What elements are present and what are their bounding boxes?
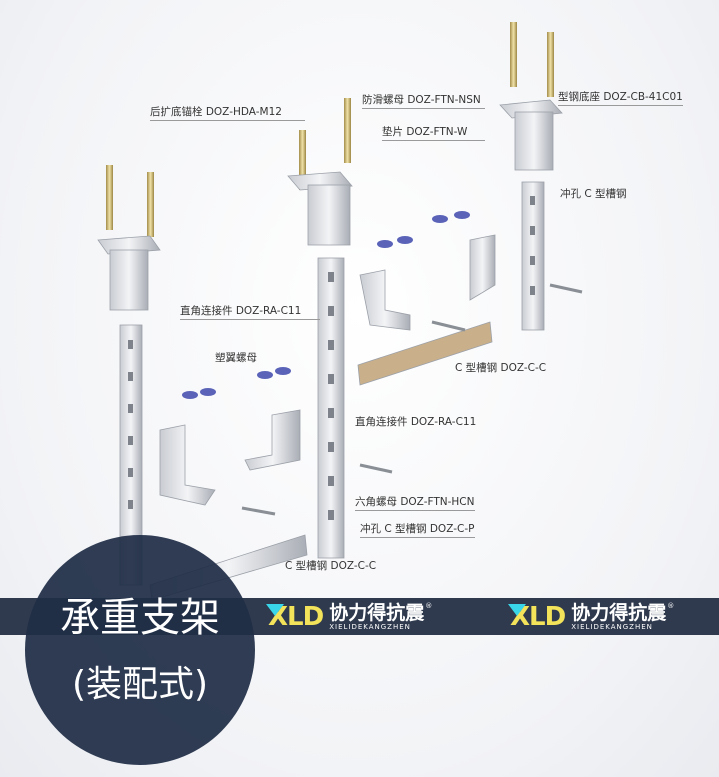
label-washer: 垫片 DOZ-FTN-W: [382, 126, 485, 141]
registered-mark: ®: [425, 601, 433, 610]
anchor-bolts: [106, 22, 554, 237]
xld-logo: XLD: [507, 602, 566, 632]
title-sub: (装配式): [71, 664, 209, 705]
brand-name-cn: 协力得抗震: [571, 601, 667, 624]
label-c-channel-2: C 型槽钢 DOZ-C-C: [285, 560, 377, 572]
channel-slots: [128, 196, 535, 520]
registered-mark: ®: [667, 601, 675, 610]
label-c-channel-1: C 型槽钢 DOZ-C-C: [455, 362, 547, 374]
label-nonslip-nut: 防滑螺母 DOZ-FTN-NSN: [362, 94, 485, 109]
label-hex-nut: 六角螺母 DOZ-FTN-HCN: [355, 496, 475, 511]
title-main: 承重支架: [60, 595, 220, 641]
exploded-parts-illustration: [97, 22, 583, 601]
brand-name-en: XIELIDEKANGZHEN: [571, 622, 653, 631]
brand-logo: XLD ® 协力得抗震 XIELIDEKANGZHEN: [507, 601, 674, 632]
bolts: [241, 283, 583, 516]
label-right-angle-connector-2: 直角连接件 DOZ-RA-C11: [355, 416, 477, 428]
wing-nuts: [182, 211, 470, 399]
base-brackets: [97, 99, 563, 311]
label-anchor-bolt: 后扩底锚栓 DOZ-HDA-M12: [150, 106, 305, 121]
label-channel-base: 型钢底座 DOZ-CB-41C01: [558, 91, 683, 106]
xld-logo: XLD: [265, 602, 324, 632]
label-punched-channel: 冲孔 C 型槽钢 DOZ-C-P: [360, 523, 475, 538]
brand-logo: XLD ® 协力得抗震 XIELIDEKANGZHEN: [265, 601, 432, 632]
label-wing-nut: 塑翼螺母: [215, 352, 257, 364]
right-angle-brackets: [159, 234, 496, 506]
label-punched-channel-top: 冲孔 C 型槽钢: [560, 188, 627, 200]
label-right-angle-connector-1: 直角连接件 DOZ-RA-C11: [180, 305, 320, 320]
brand-name-en: XIELIDEKANGZHEN: [329, 622, 411, 631]
title-circle: [25, 535, 255, 765]
brand-name-cn: 协力得抗震: [329, 601, 425, 624]
